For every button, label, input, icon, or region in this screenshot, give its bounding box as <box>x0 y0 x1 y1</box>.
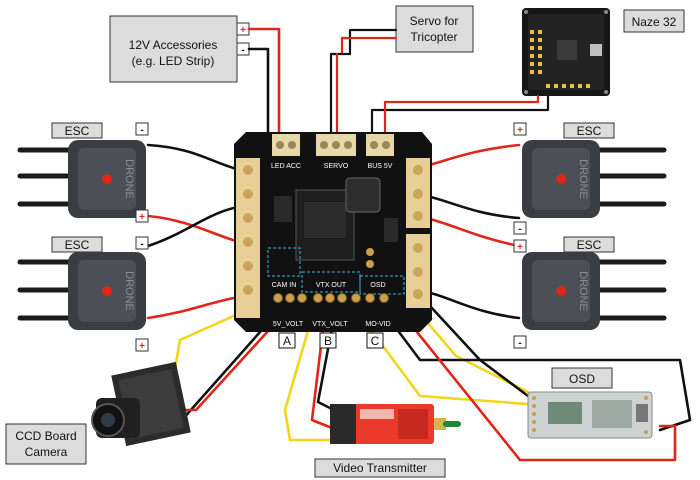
accessories-callout: 12V Accessories (e.g. LED Strip) + - <box>109 15 250 83</box>
servo-callout: Servo for Tricopter <box>395 5 474 53</box>
esc-tr-black-wire <box>416 192 521 220</box>
esc-top-left: ESC DRONE - + <box>17 122 149 223</box>
ccd-camera <box>91 361 191 447</box>
osd-callout: OSD <box>551 367 613 389</box>
vtx-label: Video Transmitter <box>333 461 427 475</box>
led-acc-connector <box>272 134 300 156</box>
esc-bottom-right: ESC DRONE + - <box>513 236 667 349</box>
bus5v-connector <box>366 134 394 156</box>
silk-cam-in: CAM IN <box>272 282 297 289</box>
servo-red-wire <box>340 36 398 56</box>
power-distribution-board: LED ACC SERVO BUS 5V CAM IN VTX OUT OSD <box>234 132 432 332</box>
esc-bottom-left-plus: + <box>139 341 145 352</box>
port-marker-b: B <box>324 334 332 348</box>
accessories-minus-sign: - <box>241 45 244 56</box>
vtx-yellow-wire <box>283 294 332 442</box>
esc-top-left-brand: DRONE <box>123 159 135 199</box>
camera-label-line2: Camera <box>25 445 68 459</box>
naze32-board <box>522 8 610 96</box>
osd-red-wire <box>386 294 677 462</box>
esc-tl-black-wire <box>146 143 242 172</box>
servo-label-line1: Servo for <box>410 14 459 28</box>
osd-label: OSD <box>569 372 595 386</box>
accessories-label-line2: (e.g. LED Strip) <box>132 54 215 68</box>
esc-top-right: ESC DRONE + - <box>513 122 667 235</box>
esc-bl-red-wire <box>146 294 248 320</box>
esc-top-right-minus: - <box>518 224 521 235</box>
accessories-red-wire <box>247 27 281 142</box>
esc-top-left-plus: + <box>139 212 145 223</box>
inductor <box>345 177 381 213</box>
osd-black-wire-b <box>370 294 692 432</box>
camera-callout: CCD Board Camera <box>5 423 87 465</box>
esc-tr-red-wire <box>416 143 521 170</box>
naze-red-wire <box>383 94 540 142</box>
capacitor <box>274 196 292 222</box>
port-marker-c: C <box>371 334 380 348</box>
esc-bottom-right-brand: DRONE <box>577 271 589 311</box>
accessories-plus-sign: + <box>240 25 246 36</box>
naze-callout: Naze 32 <box>623 9 685 33</box>
esc-bottom-left-label: ESC <box>65 238 90 252</box>
esc-bottom-left-brand: DRONE <box>123 271 135 311</box>
port-markers: A B C <box>278 332 384 349</box>
silk-servo: SERVO <box>324 163 349 170</box>
esc-bottom-left: ESC DRONE - + <box>17 236 149 352</box>
silk-vtx-out: VTX OUT <box>316 282 347 289</box>
esc-br-black-wire <box>416 288 521 320</box>
video-transmitter <box>330 404 461 444</box>
esc-top-left-label: ESC <box>65 124 90 138</box>
silk-osd: OSD <box>370 282 385 289</box>
esc-bottom-right-label: ESC <box>577 238 602 252</box>
esc-top-left-minus: - <box>140 125 143 136</box>
servo-label-line2: Tricopter <box>411 30 458 44</box>
silk-bus5v: BUS 5V <box>368 163 393 170</box>
esc-top-right-plus: + <box>517 125 523 136</box>
esc-bottom-right-plus: + <box>517 242 523 253</box>
naze-label: Naze 32 <box>632 15 677 29</box>
servo-black-wire <box>348 28 398 56</box>
accessories-label-line1: 12V Accessories <box>129 38 218 52</box>
osd-module <box>527 391 653 439</box>
esc-bottom-right-minus: - <box>518 338 521 349</box>
servo-lead-a <box>329 52 352 142</box>
silk-led-acc: LED ACC <box>271 163 301 170</box>
naze-black-wire <box>370 94 550 142</box>
accessories-black-wire <box>247 47 270 142</box>
port-marker-a: A <box>283 334 291 348</box>
esc-bottom-left-minus: - <box>140 239 143 250</box>
esc-top-right-label: ESC <box>577 124 602 138</box>
camera-label-line1: CCD Board <box>15 429 76 443</box>
silk-vtx-volt: VTX_VOLT <box>312 321 348 328</box>
silk-5v-volt: 5V_VOLT <box>273 321 304 328</box>
vtx-callout: Video Transmitter <box>314 458 446 478</box>
silk-mo-vid: MO-VID <box>365 321 390 328</box>
esc-top-right-brand: DRONE <box>577 159 589 199</box>
